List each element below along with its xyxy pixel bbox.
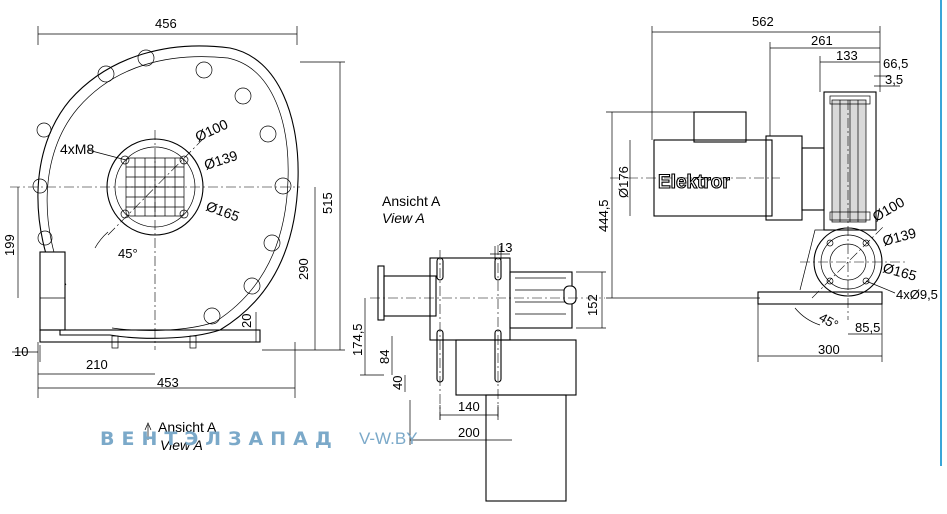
- dim-84: 84: [377, 350, 392, 364]
- dim-66: 66,5: [883, 56, 908, 71]
- side-view-label-de: Ansicht A: [382, 193, 441, 209]
- brand-label: Elektror: [658, 172, 730, 193]
- dim-foot-offset: 10: [14, 344, 28, 359]
- dia-139-label: Ø139: [202, 147, 240, 173]
- dim-40: 40: [390, 376, 405, 390]
- dim-flange: 13: [498, 240, 512, 255]
- dia-100-label: Ø100: [193, 116, 231, 145]
- accent-edge: [940, 0, 942, 466]
- dim-140: 140: [458, 399, 480, 414]
- holes-label: 4xØ9,5: [896, 287, 938, 302]
- dim-300: 300: [818, 342, 840, 357]
- dim-foot-height: 20: [239, 314, 254, 328]
- view-arrow-label-de: Ansicht A: [158, 419, 217, 435]
- dim-base-offset: 210: [86, 357, 108, 372]
- angle-label: 45°: [817, 310, 842, 333]
- dim-base-width: 453: [157, 375, 179, 390]
- dim-height-total: 174,5: [350, 323, 365, 356]
- watermark-site: V-W.BY: [359, 429, 418, 448]
- dim-261: 261: [811, 33, 833, 48]
- dim-motor-dia: Ø176: [616, 166, 631, 198]
- top-view: Elektror 562 261 133 66,5 3,5 Ø176 444,5…: [596, 14, 938, 362]
- dim-200: 200: [458, 425, 480, 440]
- view-arrow-label-en: View A: [160, 437, 203, 453]
- front-view: 456 515 290 199 453 210 10 20 4xM8 Ø100 …: [2, 16, 345, 453]
- dim-total-height: 515: [320, 192, 335, 214]
- dim-85: 85,5: [855, 320, 880, 335]
- dia-100-label: Ø100: [870, 194, 908, 225]
- dim-center-height: 199: [2, 234, 17, 256]
- dia-165-label: Ø165: [204, 198, 242, 225]
- angle-label: 45°: [118, 246, 138, 261]
- thread-label: 4xM8: [60, 141, 94, 157]
- side-view-label-en: View A: [382, 210, 425, 226]
- side-view: Ansicht A View A 13 152 174,5: [350, 193, 606, 502]
- dim-inlet-height: 290: [296, 258, 311, 280]
- dim-height: 444,5: [596, 199, 611, 232]
- dim-total-width: 456: [155, 16, 177, 31]
- dim-133: 133: [836, 48, 858, 63]
- dia-165-label: Ø165: [881, 259, 918, 283]
- watermark-brand: ВЕНТЭЛЗАПАД: [100, 428, 339, 450]
- dim-height-outlet: 152: [585, 294, 600, 316]
- dim-3: 3,5: [885, 72, 903, 87]
- dim-length: 562: [752, 14, 774, 29]
- dia-139-label: Ø139: [881, 225, 918, 249]
